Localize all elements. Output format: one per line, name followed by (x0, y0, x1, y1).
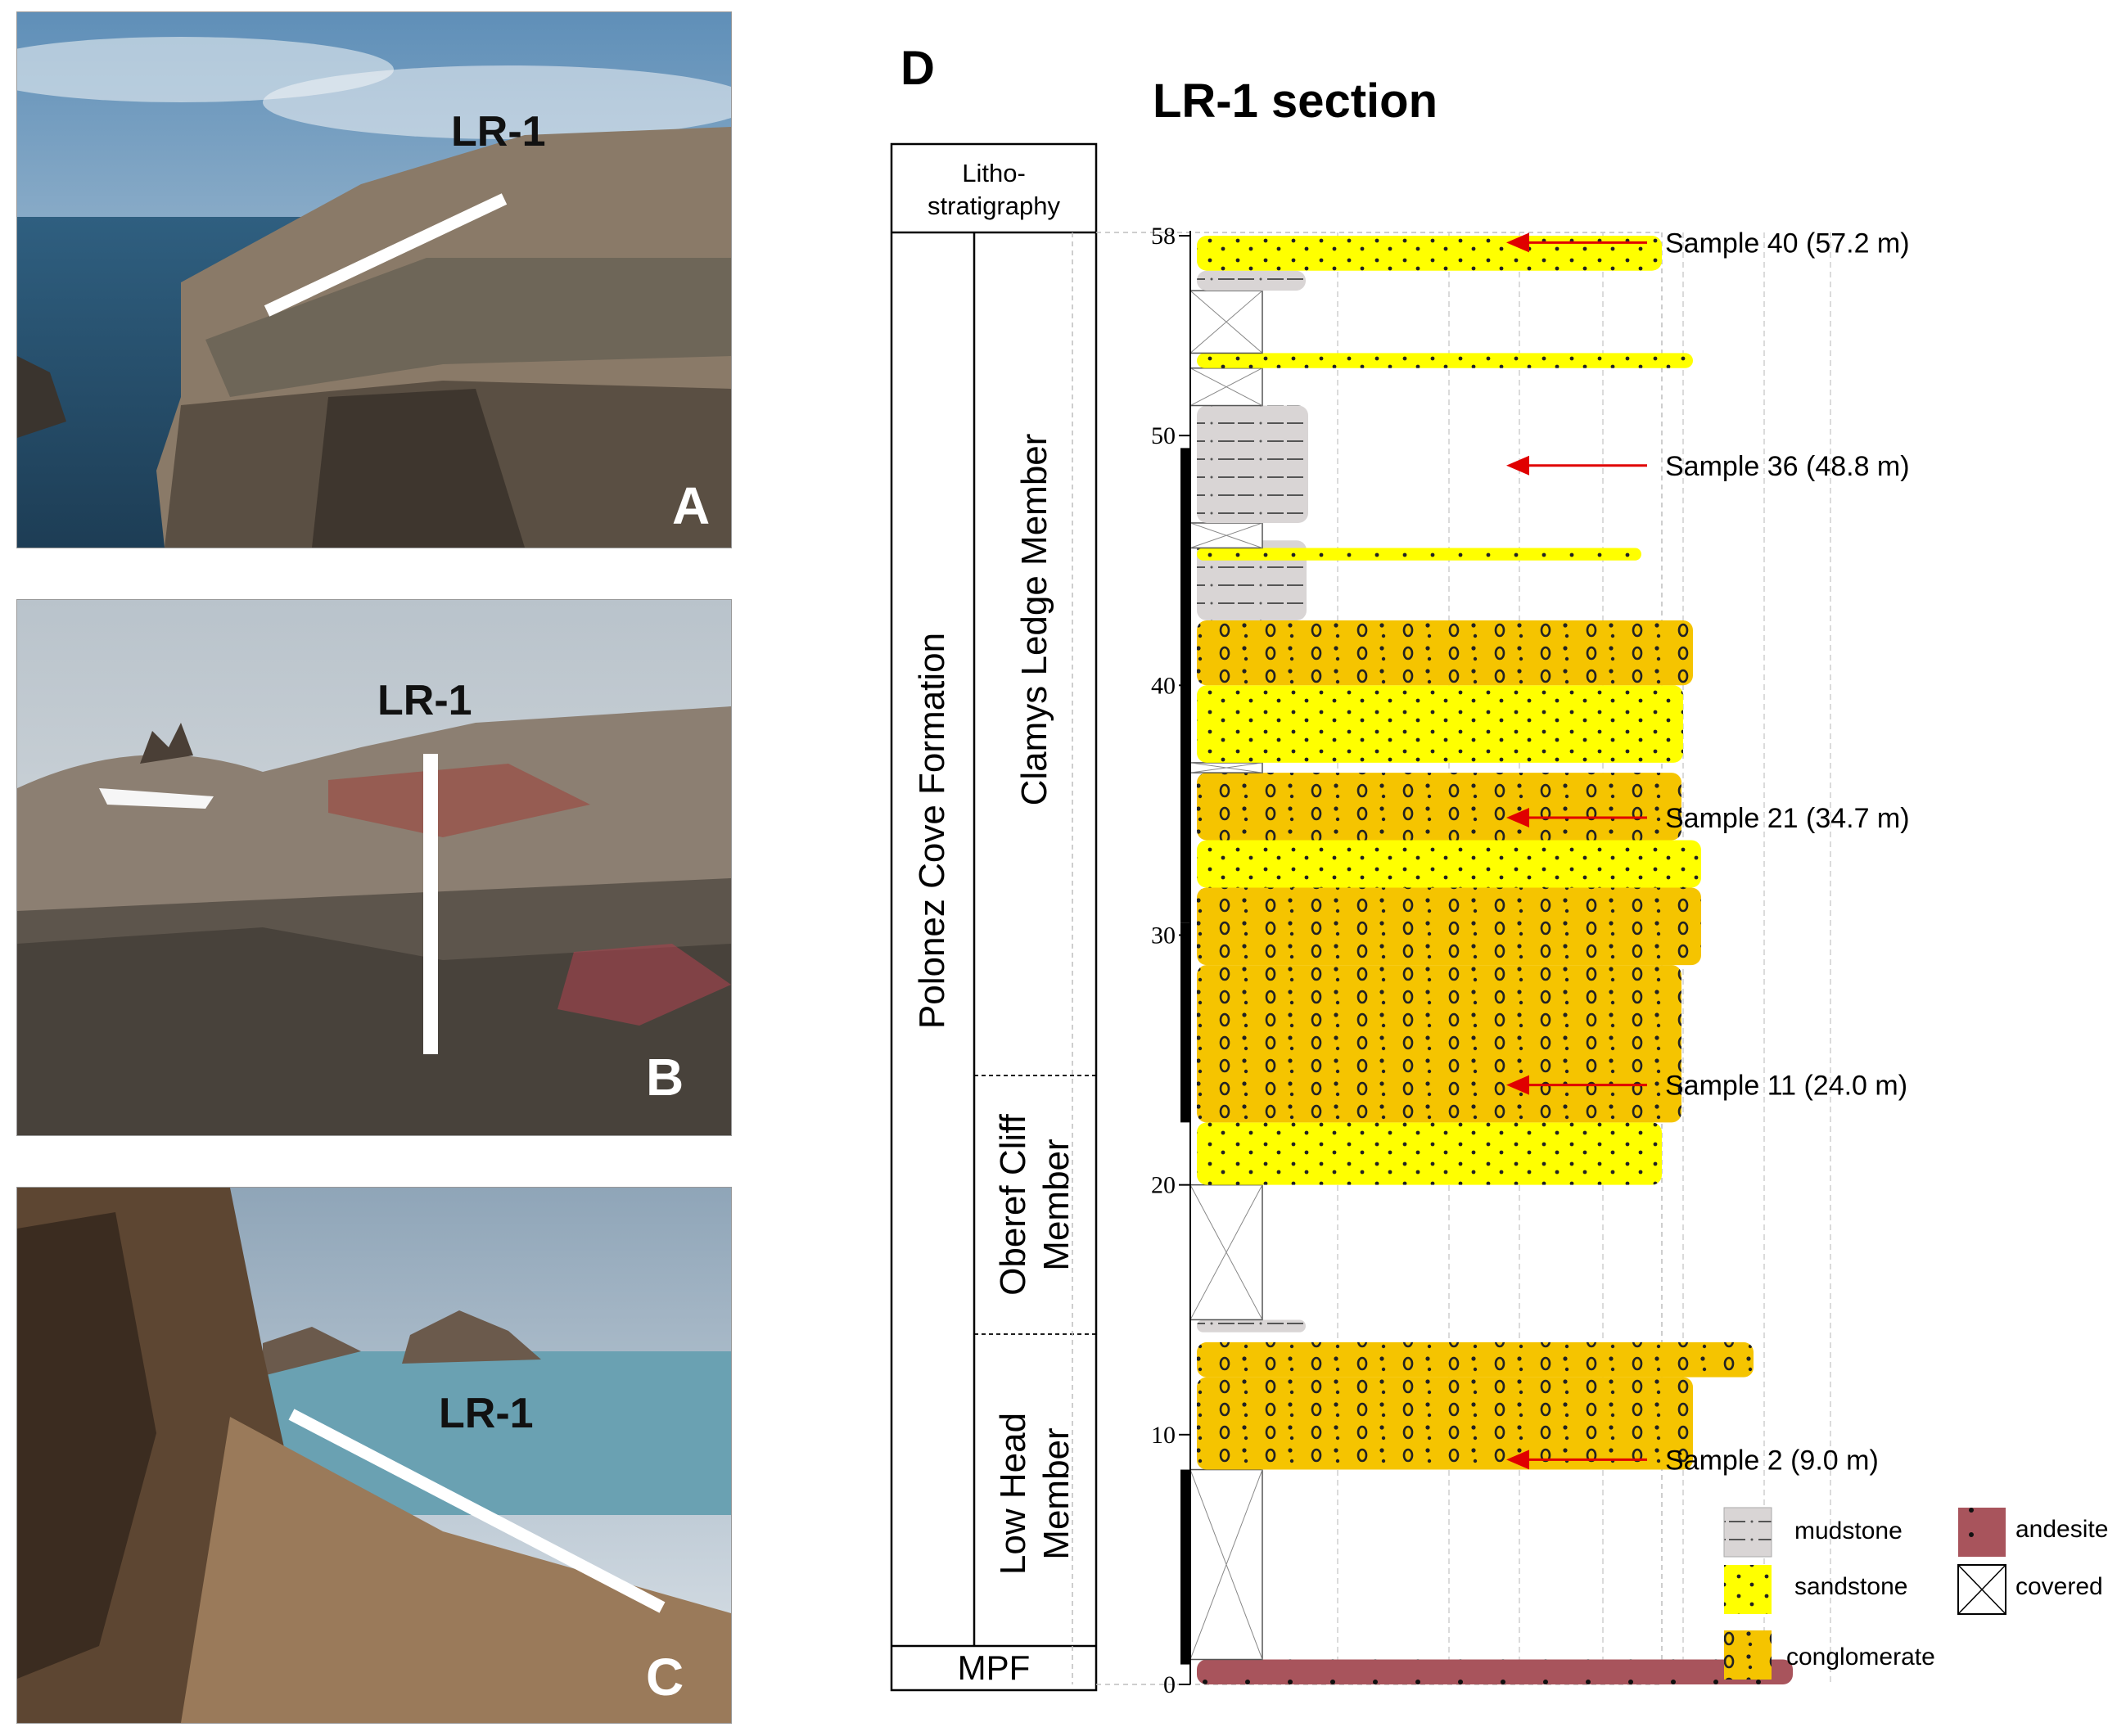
sandstone-bed (1197, 236, 1662, 271)
sample-label: Sample 21 (34.7 m) (1665, 803, 1910, 834)
formation-label: Polonez Cove Formation (912, 633, 952, 1029)
sample-marker: Sample 36 (48.8 m) (1506, 451, 1910, 482)
sample-label: Sample 40 (57.2 m) (1665, 228, 1910, 259)
oberef-member-label-2: Member (1036, 1139, 1077, 1270)
sandstone-bed (1197, 548, 1641, 561)
photo-panel-c: LR-1 C (16, 1187, 732, 1724)
sample-marker: Sample 21 (34.7 m) (1506, 803, 1910, 834)
sample-arrow-head (1506, 455, 1529, 476)
sandstone-bed (1197, 685, 1683, 763)
lr1-label-c: LR-1 (439, 1390, 534, 1437)
legend-label-covered: covered (2015, 1573, 2103, 1600)
stratigraphic-column-figure: D LR-1 section Litho- stratigraphy Polon… (890, 42, 2108, 1698)
sample-marker: Sample 11 (24.0 m) (1506, 1071, 1907, 1102)
litho-header-line1: Litho- (962, 159, 1026, 187)
height-tick-label: 40 (1151, 672, 1176, 699)
height-tick-label: 10 (1151, 1422, 1176, 1449)
legend-label-sandstone: sandstone (1794, 1573, 1907, 1600)
lowhead-member-label-1: Low Head (993, 1413, 1033, 1575)
section-line-a (264, 193, 508, 317)
covered-interval (1189, 1184, 1263, 1321)
lithology-beds (1189, 236, 1793, 1684)
litho-header-line2: stratigraphy (928, 192, 1060, 220)
mudstone-bed (1197, 1319, 1306, 1332)
sample-marker: Sample 2 (9.0 m) (1506, 1445, 1879, 1476)
sample-arrow-head (1506, 808, 1529, 828)
sample-label: Sample 11 (24.0 m) (1665, 1071, 1907, 1102)
covered-interval (1189, 367, 1263, 407)
legend-swatch-covered (1957, 1564, 2006, 1615)
conglomerate-bed (1197, 1341, 1754, 1378)
panel-letter-a: A (672, 476, 710, 535)
sample-arrow-head (1506, 1450, 1529, 1470)
conglomerate-bed (1197, 1377, 1693, 1470)
sample-markers: Sample 40 (57.2 m) Sample 36 (48.8 m) Samp… (1506, 228, 1910, 1476)
mudstone-bed (1197, 270, 1306, 291)
legend-label-mudstone: mudstone (1794, 1517, 1903, 1544)
height-tick-label: 50 (1151, 422, 1176, 449)
sandstone-bed (1197, 353, 1693, 368)
clamys-member-label: Clamys Ledge Member (1014, 434, 1054, 806)
covered-interval (1189, 522, 1263, 549)
lithostratigraphy-column: Litho- stratigraphy Polonez Cove Formati… (890, 142, 1098, 1692)
legend-label-conglomerate: conglomerate (1786, 1644, 1935, 1671)
sampling-interval-bar (1180, 1469, 1190, 1665)
lr1-label-b: LR-1 (377, 677, 472, 724)
andesite-bed (1197, 1659, 1793, 1684)
sampling-interval-bar (1180, 922, 1190, 1123)
sandstone-bed (1197, 840, 1701, 888)
photo-panel-a: LR-1 A (16, 11, 732, 548)
height-axis: 0 10 20 30 40 50 58 (1151, 223, 1191, 1698)
height-tick-label: 0 (1163, 1671, 1176, 1698)
sample-marker: Sample 40 (57.2 m) (1506, 228, 1910, 259)
mudstone-bed (1197, 405, 1308, 523)
oberef-member-label-1: Oberef Cliff (993, 1113, 1033, 1295)
panel-letter-d: D (901, 42, 935, 95)
legend-swatch-conglomerate (1724, 1630, 1772, 1680)
conglomerate-bed (1197, 773, 1681, 841)
section-line-c (288, 1409, 666, 1613)
sandstone-bed (1197, 1122, 1662, 1185)
height-tick-label: 20 (1151, 1172, 1176, 1199)
legend-swatch-sandstone (1724, 1565, 1772, 1614)
sample-label: Sample 36 (48.8 m) (1665, 451, 1910, 482)
legend-swatch-andesite (1958, 1508, 2006, 1557)
lowhead-member-label-2: Member (1036, 1427, 1077, 1559)
lr1-label-a: LR-1 (451, 108, 546, 156)
conglomerate-bed (1197, 620, 1693, 686)
covered-interval (1189, 1468, 1263, 1661)
height-tick-label: 30 (1151, 922, 1176, 949)
legend-label-andesite: andesite (2015, 1516, 2108, 1543)
sample-arrow-head (1506, 1075, 1529, 1095)
photo-panel-b: LR-1 B (16, 599, 732, 1136)
covered-interval (1189, 290, 1263, 354)
conglomerate-bed (1197, 887, 1701, 966)
mpf-label: MPF (958, 1648, 1031, 1687)
sample-label: Sample 2 (9.0 m) (1665, 1445, 1879, 1476)
panel-letter-c: C (646, 1648, 684, 1707)
height-tick-label: 58 (1151, 223, 1176, 250)
legend-swatch-mudstone (1723, 1507, 1772, 1558)
covered-interval (1189, 762, 1263, 773)
lithology-legend: mudstone sandstone conglomerate andesite… (1723, 1507, 2108, 1680)
conglomerate-bed (1197, 965, 1681, 1123)
sample-arrow-head (1506, 232, 1529, 253)
section-title: LR-1 section (1153, 74, 1438, 128)
panel-letter-b: B (646, 1048, 684, 1107)
